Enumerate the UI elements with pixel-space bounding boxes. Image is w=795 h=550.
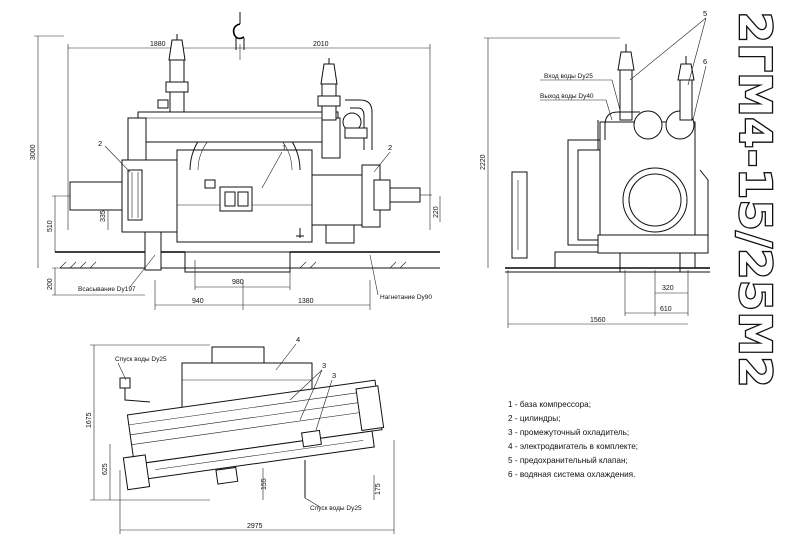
dim-3000: 3000 <box>30 144 37 160</box>
dim-320: 320 <box>662 285 674 292</box>
dim-940: 940 <box>192 298 204 305</box>
label-drain-top: Спуск воды Dy25 <box>115 356 167 363</box>
callout-3b: 3 <box>332 371 336 380</box>
dim-1880: 1880 <box>150 41 166 48</box>
label-suction: Всасывание Dy197 <box>78 286 136 293</box>
plan-view: 1675 625 Спуск воды Dy25 Спуск воды Dy2 <box>86 335 395 534</box>
dim-1675: 1675 <box>86 412 93 428</box>
dim-335: 335 <box>100 210 107 222</box>
legend-item-1: 1 - база компрессора; <box>508 400 591 409</box>
label-drain-bottom: Спуск воды Dy25 <box>310 505 362 512</box>
label-discharge: Нагнетание Dy90 <box>380 294 432 301</box>
dim-610: 610 <box>660 306 672 313</box>
callout-1: 1 <box>282 143 286 152</box>
dim-2975: 2975 <box>247 523 263 530</box>
dim-220: 220 <box>433 206 440 218</box>
crane-hook-icon <box>232 12 245 50</box>
label-water-out: Выход воды Dy40 <box>540 93 594 100</box>
dim-510: 510 <box>47 220 54 232</box>
legend-item-6: 6 - водяная система охлаждения. <box>508 470 635 479</box>
callout-3a: 3 <box>322 361 326 370</box>
legend-item-3: 3 - промежуточный охладитель; <box>508 428 629 437</box>
callout-4: 4 <box>296 335 300 344</box>
model-title: 2ГМ4-15/25М2 <box>729 12 780 388</box>
dim-200: 200 <box>47 278 54 290</box>
front-view: 1880 2010 3000 510 335 200 220 <box>30 12 441 310</box>
dim-625: 625 <box>102 463 109 475</box>
dim-1560: 1560 <box>590 317 606 324</box>
dim-980: 980 <box>232 279 244 286</box>
dim-155: 155 <box>261 478 268 490</box>
dim-2220: 2220 <box>480 154 487 170</box>
legend-item-5: 5 - предохранительный клапан; <box>508 456 628 465</box>
callout-5: 5 <box>703 9 707 18</box>
callout-2-left: 2 <box>98 139 102 148</box>
callout-6: 6 <box>703 57 707 66</box>
legend-item-2: 2 - цилиндры; <box>508 414 560 423</box>
legend: 1 - база компрессора; 2 - цилиндры; 3 - … <box>508 400 638 479</box>
side-view: 2220 5 6 Вхо <box>480 9 710 328</box>
callout-2-right: 2 <box>388 143 392 152</box>
label-water-in: Вход воды Dy25 <box>544 73 593 80</box>
dim-1380: 1380 <box>298 298 314 305</box>
dim-175: 175 <box>375 483 382 495</box>
dim-2010: 2010 <box>313 41 329 48</box>
legend-item-4: 4 - электродвигатель в комплекте; <box>508 442 638 451</box>
